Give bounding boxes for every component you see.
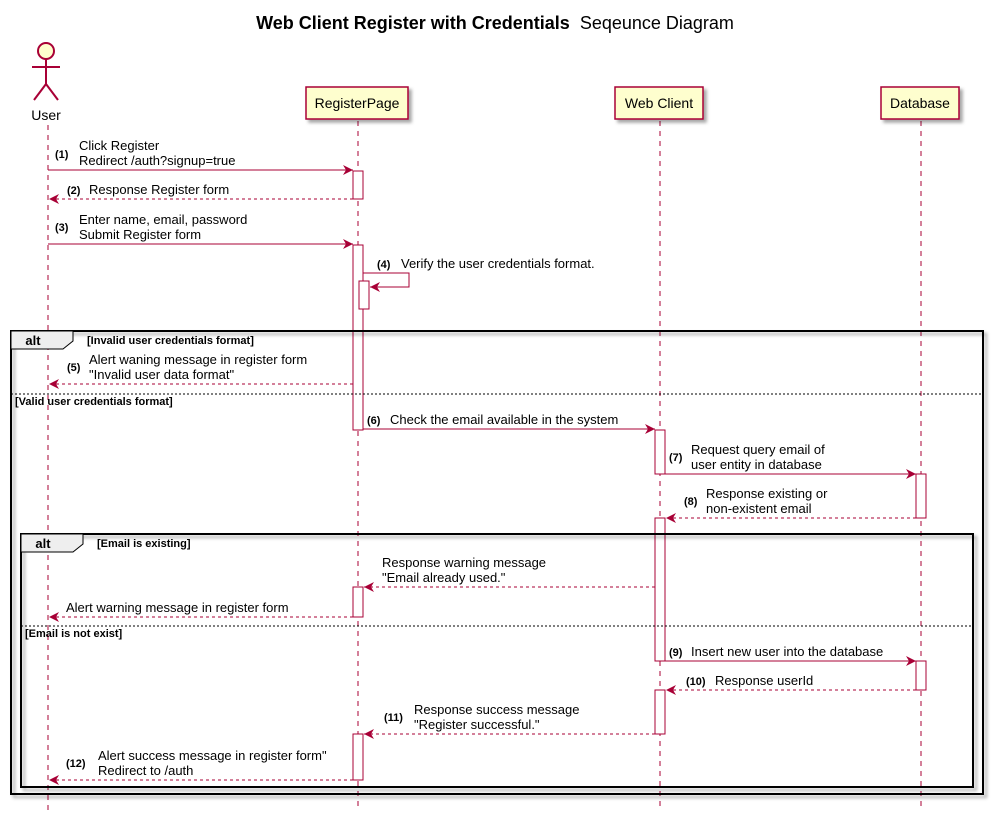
activation-bar [352,244,364,431]
activation-bars [352,170,927,781]
title-normal: Seqeunce Diagram [580,13,734,33]
msg-3-num: (3) [55,222,69,234]
msg-1-line-2: Redirect /auth?signup=true [79,153,235,168]
user-actor-label: User [31,107,61,123]
alt-outer-frame: alt [Invalid user credentials format] [V… [10,330,984,795]
msg-7-line-2: user entity in database [691,457,822,472]
msg-1-line-1: Click Register [79,138,160,153]
msg-11-line-2: "Register successful." [414,717,540,732]
msg-alert-line-1: Alert warning message in register form [66,600,289,615]
alt-inner-cond2: [Email is not exist] [25,628,123,640]
activation-bar [352,170,364,200]
self-message-arrow [363,272,410,292]
msg-5-line-1: Alert waning message in register form [89,352,307,367]
participant-web-client: Web Client [614,86,704,120]
msg-5-num: (5) [67,362,81,374]
activation-bar [358,280,370,310]
msg-10-num: (10) [686,676,706,688]
msg-11-num: (11) [384,712,403,724]
message-labels: (1) Click Register Redirect /auth?signup… [55,138,883,778]
msg-7-line-1: Request query email of [691,442,825,457]
msg-9-line-1: Insert new user into the database [691,644,883,659]
activation-bar [654,689,666,735]
msg-8-line-1: Response existing or [706,486,828,501]
activation-bar [352,586,364,618]
message-arrows [48,165,916,785]
msg-5-line-2: "Invalid user data format" [89,367,234,382]
register-page-label: RegisterPage [315,95,400,111]
participant-database: Database [880,86,960,120]
msg-3-line-2: Submit Register form [79,227,201,242]
activation-bar [654,429,666,475]
msg-7-num: (7) [669,452,683,464]
title-bold: Web Client Register with Credentials [256,13,570,33]
msg-9-num: (9) [669,647,683,659]
msg-10-line-1: Response userId [715,673,813,688]
alt-outer-label: alt [25,333,41,348]
database-label: Database [890,95,950,111]
msg-1-num: (1) [55,149,69,161]
msg-8-line-2: non-existent email [706,501,812,516]
msg-12-num: (12) [66,758,86,770]
alt-inner-frame: alt [Email is existing] [Email is not ex… [20,533,974,788]
activation-bar [654,517,666,662]
msg-4-line-1: Verify the user credentials format. [401,256,595,271]
msg-6-num: (6) [367,415,381,427]
msg-6-line-1: Check the email available in the system [390,412,618,427]
msg-3-line-1: Enter name, email, password [79,212,247,227]
alt-inner-cond1: [Email is existing] [97,538,191,550]
msg-4-num: (4) [377,259,391,271]
msg-2-num: (2) [67,185,81,197]
msg-12-line-2: Redirect to /auth [98,763,193,778]
alt-inner-label: alt [35,536,51,551]
actor-head-icon [37,42,55,60]
alt-outer-cond2: [Valid user credentials format] [15,396,173,408]
msg-11-line-1: Response success message [414,702,579,717]
msg-warning-line-2: "Email already used." [382,570,506,585]
activation-bar [915,473,927,519]
user-actor [32,42,60,101]
msg-8-num: (8) [684,496,698,508]
participant-register-page: RegisterPage [305,86,409,120]
activation-bar [915,660,927,691]
activation-bar [352,733,364,781]
msg-12-line-1: Alert success message in register form" [98,748,327,763]
diagram-title: Web Client Register with Credentials Seqe… [256,13,734,33]
msg-2-line-1: Response Register form [89,182,229,197]
alt-outer-cond1: [Invalid user credentials format] [87,335,254,347]
msg-warning-line-1: Response warning message [382,555,546,570]
web-client-label: Web Client [625,95,693,111]
